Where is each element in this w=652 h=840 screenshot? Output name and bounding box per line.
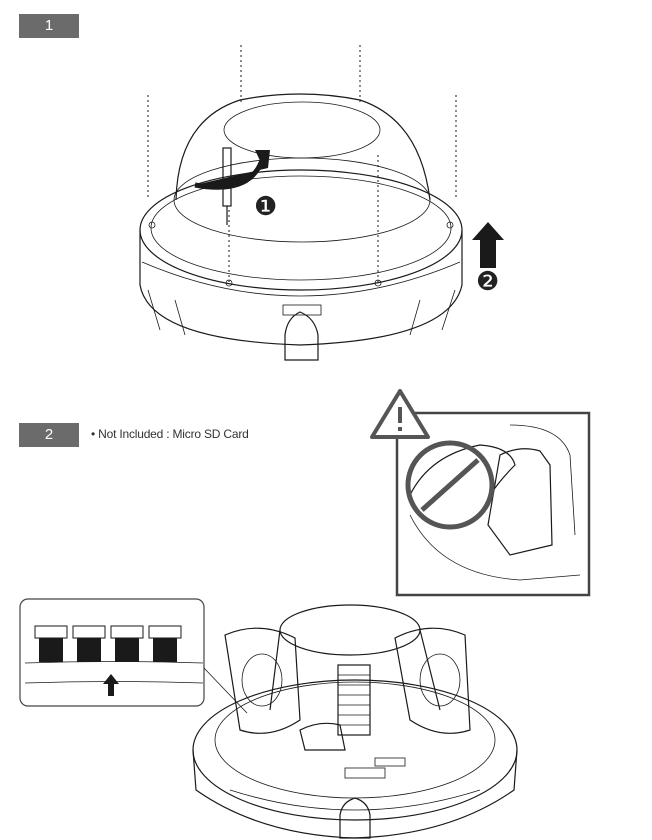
callout-2: ❷: [476, 266, 500, 296]
sd-slot-detail-inset: [19, 598, 248, 714]
step-2-badge: 2: [19, 423, 79, 447]
callout-1: ❶: [254, 191, 278, 221]
step-1-badge: 1: [19, 14, 79, 38]
prohibited-icon: [405, 440, 495, 530]
warning-illustration: [370, 389, 591, 597]
arrow-up-icon: [472, 222, 504, 268]
not-included-note: • Not Included : Micro SD Card: [91, 427, 249, 441]
arrow-up-icon: [103, 674, 119, 696]
warning-triangle-icon: [370, 389, 430, 439]
dome-camera-step1-illustration: [139, 45, 504, 361]
dome-camera-step2-illustration: [192, 604, 518, 839]
